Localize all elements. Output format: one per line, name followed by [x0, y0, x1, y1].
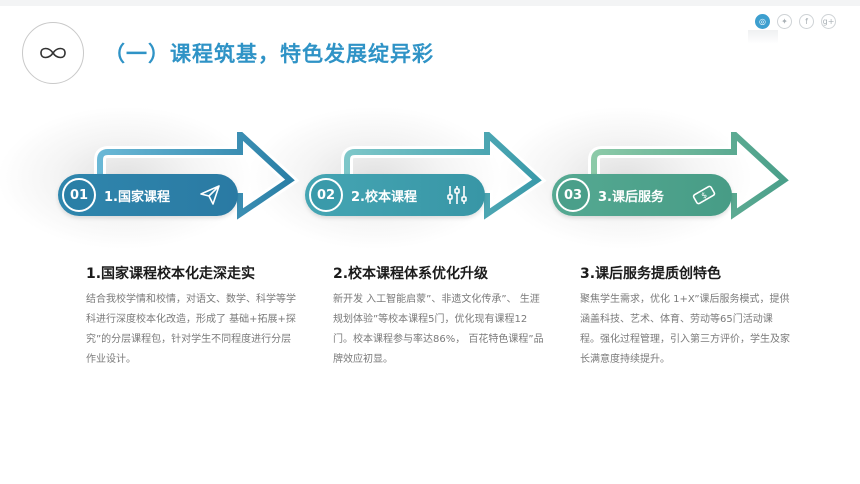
sliders-icon	[447, 186, 467, 204]
step-arrow	[341, 132, 547, 222]
step-label: 1.国家课程	[104, 189, 170, 205]
column-description: 聚焦学生需求，优化 1+X”课后服务模式，提供涵盖科技、艺术、体育、劳动等65门…	[580, 294, 790, 365]
money-icon: $	[692, 185, 716, 205]
column-title: 2.校本课程体系优化升级	[333, 266, 489, 282]
step-pill-afterschool[interactable]: 03 3.课后服务 $	[552, 174, 732, 216]
step-pill-school[interactable]: 02 2.校本课程	[305, 174, 485, 216]
facebook-icon[interactable]: f	[799, 14, 814, 29]
top-strip	[0, 0, 860, 6]
step-label: 2.校本课程	[351, 189, 417, 205]
step-arrow	[588, 132, 794, 222]
google-plus-icon[interactable]: g+	[821, 14, 836, 29]
column-title: 1.国家课程校本化走深走实	[86, 266, 256, 282]
step-number: 01	[62, 178, 96, 212]
column-description: 结合我校学情和校情，对语文、数学、科学等学科进行深度校本化改造，形成了 基础+拓…	[86, 294, 296, 365]
step-number: 02	[309, 178, 343, 212]
logo-badge	[22, 22, 84, 84]
step-number: 03	[556, 178, 590, 212]
paper-plane-icon	[200, 185, 220, 205]
page-title: （一）课程筑基，特色发展绽异彩	[104, 42, 434, 66]
twitter-icon[interactable]: ✦	[777, 14, 792, 29]
step-pill-national[interactable]: 01 1.国家课程	[58, 174, 238, 216]
infinity-icon	[40, 47, 66, 59]
step-label: 3.课后服务	[598, 189, 664, 205]
svg-text:$: $	[700, 190, 709, 200]
column-description: 新开发 入工智能启蒙”、非遗文化传承”、 生涯规划体验”等校本课程5门，优化现有…	[333, 294, 544, 365]
step-arrow	[94, 132, 300, 222]
instagram-icon[interactable]: ◎	[755, 14, 770, 29]
column-title: 3.课后服务提质创特色	[580, 266, 722, 282]
social-shadow	[748, 30, 778, 44]
